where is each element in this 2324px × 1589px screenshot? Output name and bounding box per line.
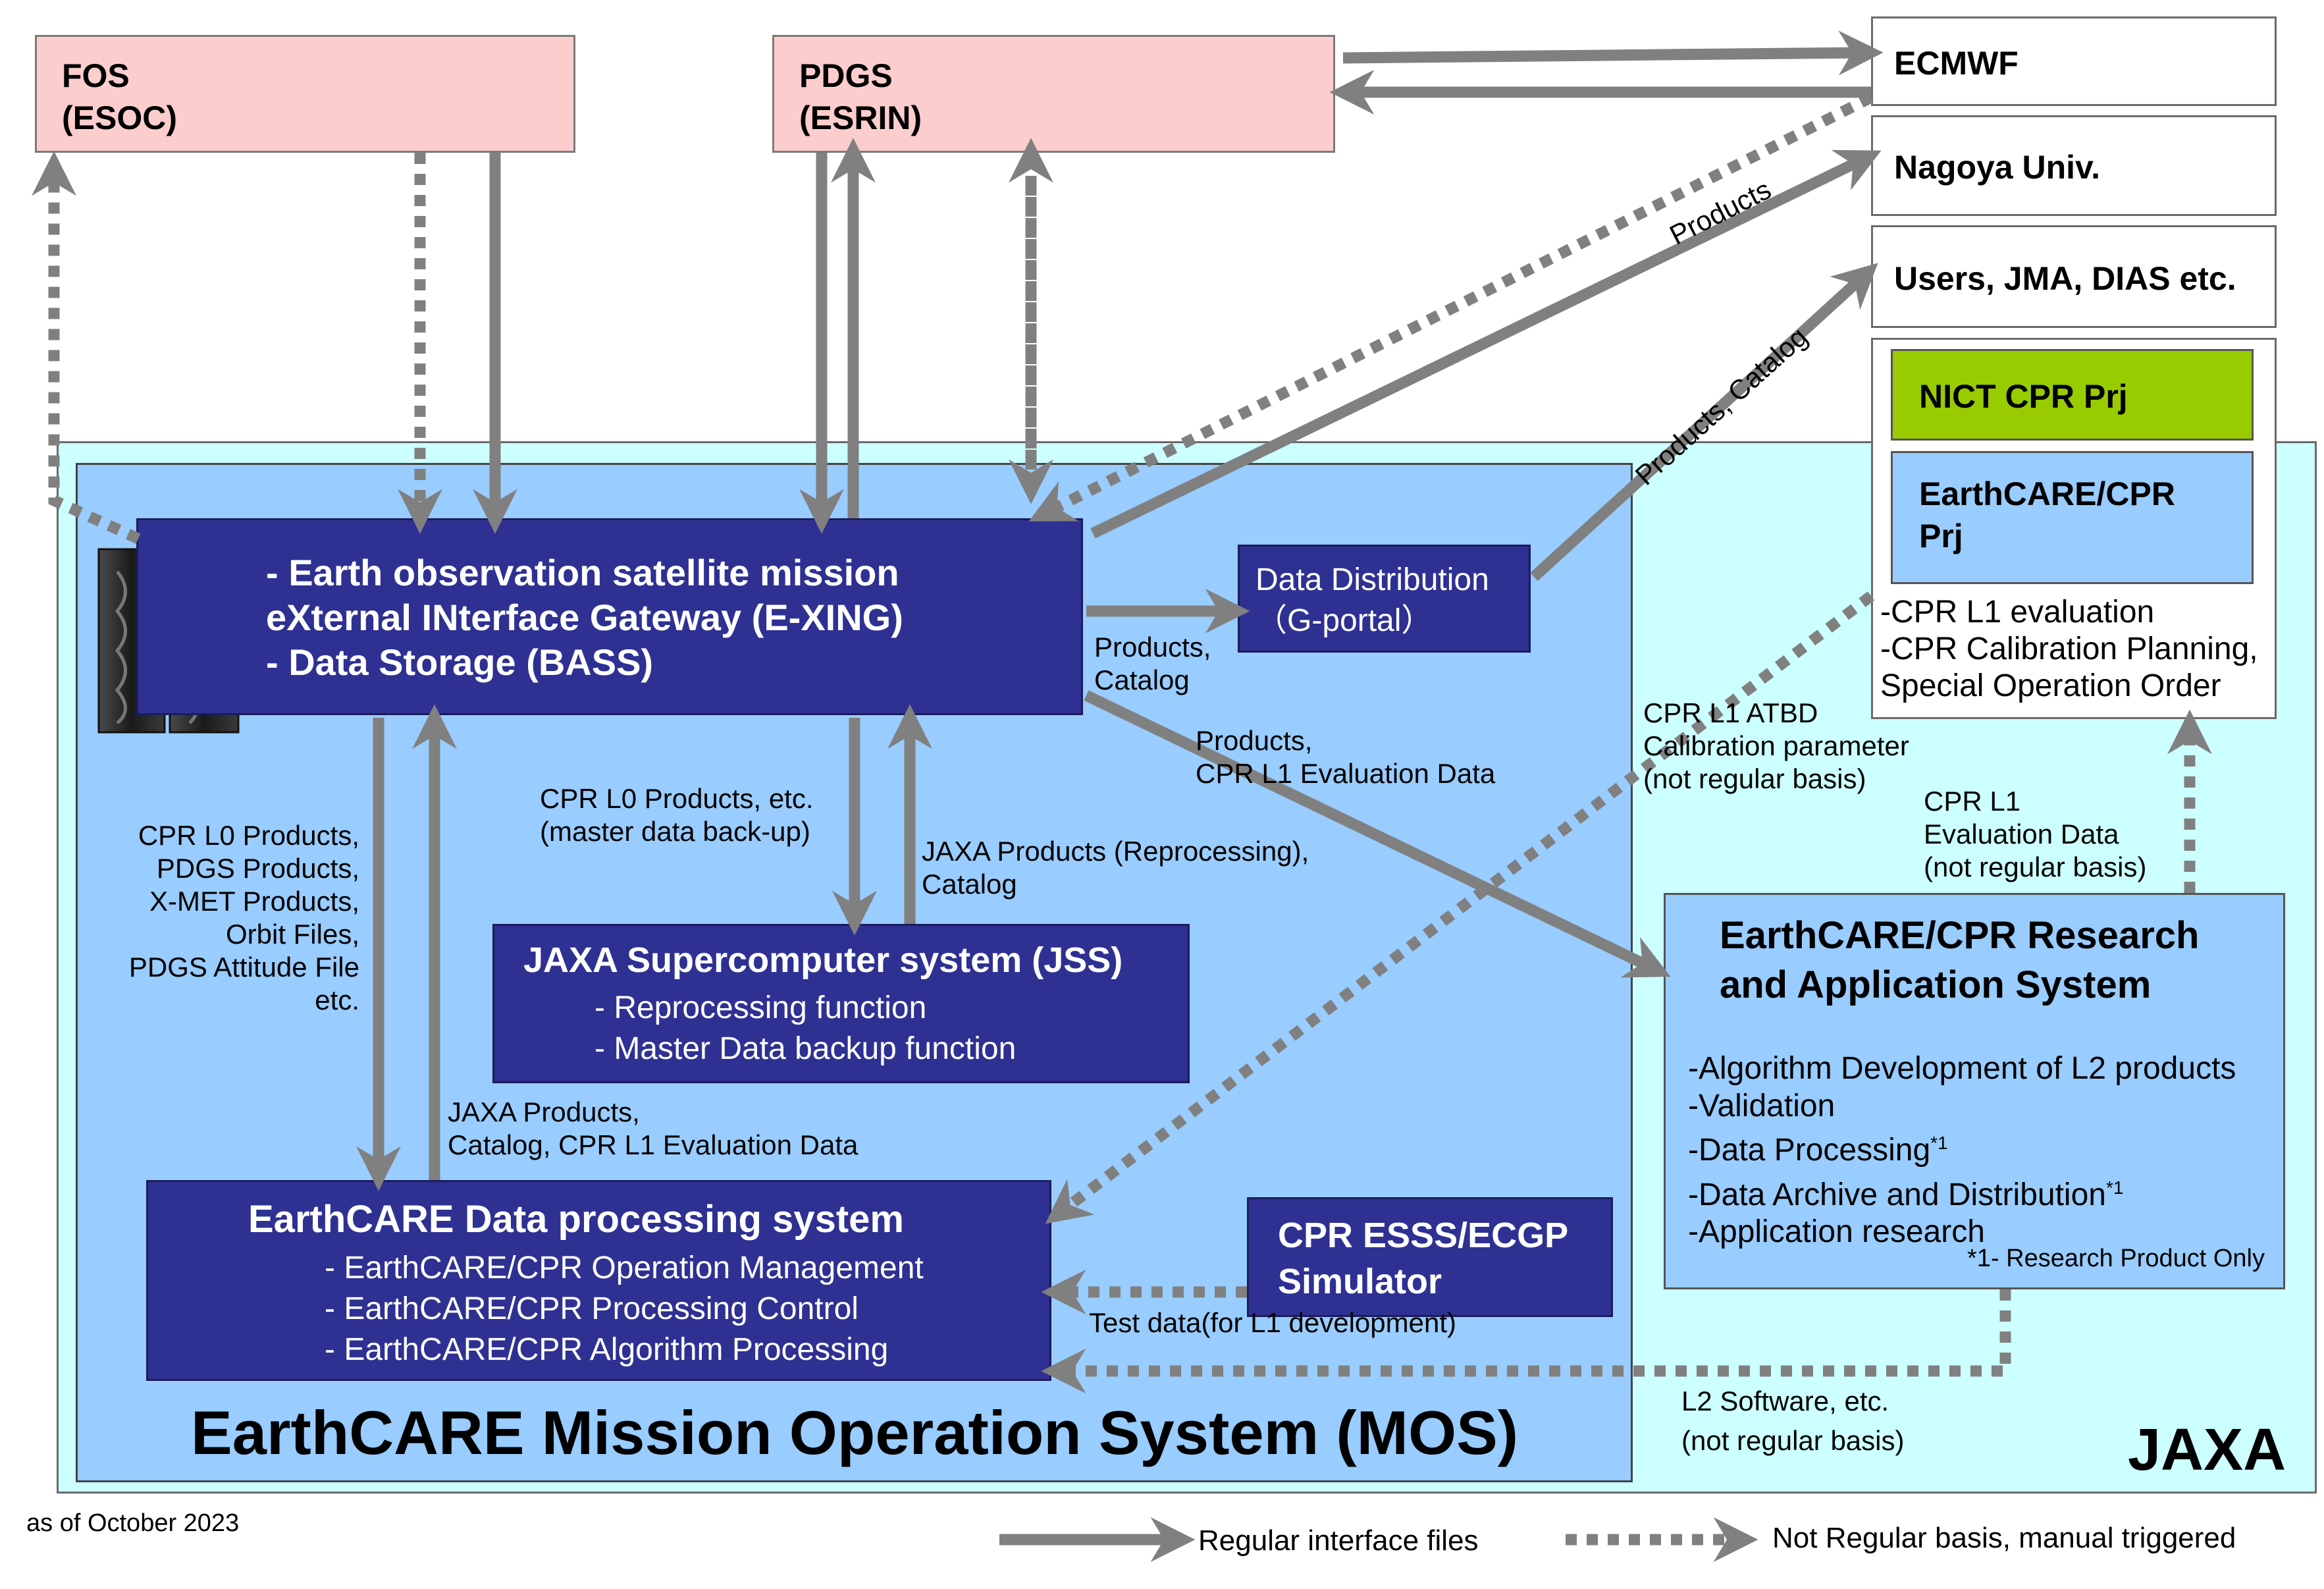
research-item: -Algorithm Development of L2 products <box>1688 1051 2236 1086</box>
jss-box: JAXA Supercomputer system (JSS) - Reproc… <box>492 924 1190 1083</box>
label-cpr-l0-master: CPR L0 Products, etc. (master data back-… <box>540 783 814 847</box>
dotted-arrow-research-to-dps <box>1041 1289 2011 1393</box>
users-jma-dias-box: Users, JMA, DIAS etc. <box>1871 225 2277 328</box>
nagoya-univ-box: Nagoya Univ. <box>1871 115 2277 216</box>
pdgs-esrin-box: PDGS (ESRIN) <box>772 35 1335 153</box>
research-footnote: *1- Research Product Only <box>1967 1245 2265 1272</box>
label-l2-software: L2 Software, etc. (not regular basis) <box>1681 1386 1905 1456</box>
legend-regular-label: Regular interface files <box>1198 1524 1479 1557</box>
dps-title: EarthCARE Data processing system <box>248 1198 904 1241</box>
footnote-mark: *1 <box>2105 1177 2124 1198</box>
label-jaxa-reprocessing: JAXA Products (Reprocessing), Catalog <box>922 836 1309 900</box>
jss-items: - Reprocessing function - Master Data ba… <box>594 990 1017 1066</box>
nict-tasks-text: -CPR L1 evaluation -CPR Calibration Plan… <box>1880 595 2258 703</box>
research-title: EarthCARE/CPR Research and Application S… <box>1720 914 2200 1006</box>
label-l1-eval-data: CPR L1 Evaluation Data (not regular basi… <box>1924 786 2147 882</box>
label-products-l1-eval: Products, CPR L1 Evaluation Data <box>1196 725 1496 789</box>
dotted-arrow-exing-to-fos <box>32 151 141 544</box>
label-products-catalog-distribution: Products, Catalog <box>1094 632 1211 695</box>
ecmwf-box: ECMWF <box>1871 16 2277 106</box>
research-application-system-box: EarthCARE/CPR Research and Application S… <box>1664 893 2285 1289</box>
research-item: -Validation <box>1688 1088 1835 1123</box>
dotted-arrow-ecmwf-to-exing <box>1028 92 1874 522</box>
legend-not-regular-label: Not Regular basis, manual triggered <box>1772 1522 2236 1554</box>
research-item: -Data Processing*1 <box>1688 1133 1948 1168</box>
label-jaxa-products-catalog: JAXA Products, Catalog, CPR L1 Evaluatio… <box>448 1096 858 1160</box>
dotted-arrow-nict-to-dps <box>1045 591 1875 1224</box>
fos-esoc-box: FOS (ESOC) <box>35 35 575 153</box>
nict-cpr-prj-box: NICT CPR Prj <box>1891 349 2254 441</box>
exing-bass-box: - Earth observation satellite mission eX… <box>136 518 1083 715</box>
label-atbd: CPR L1 ATBD Calibration parameter (not r… <box>1643 697 1909 794</box>
cpr-esss-ecgp-simulator-box: CPR ESSS/ECGP Simulator <box>1247 1197 1613 1317</box>
mos-region-title: EarthCARE Mission Operation System (MOS) <box>191 1398 1519 1467</box>
jaxa-region-title: JAXA <box>2128 1417 2286 1483</box>
research-items: -Algorithm Development of L2 products -V… <box>1688 1050 2236 1251</box>
arrow-exing-to-research <box>1084 690 1671 978</box>
research-item: -Application research <box>1688 1214 1985 1249</box>
dps-items: - EarthCARE/CPR Operation Management - E… <box>325 1251 924 1367</box>
date-note: as of October 2023 <box>26 1509 240 1537</box>
label-test-data: Test data(for L1 development) <box>1089 1307 1456 1338</box>
footnote-mark: *1 <box>1930 1133 1948 1153</box>
label-cpr-l0-list: CPR L0 Products, PDGS Products, X-MET Pr… <box>128 820 359 1015</box>
arrow-distribution-to-users <box>1530 263 1878 581</box>
research-item: -Data Archive and Distribution*1 <box>1688 1177 2124 1212</box>
earthcare-dps-box: EarthCARE Data processing system - Earth… <box>146 1180 1051 1381</box>
arrow-pdgs-to-ecmwf <box>1342 30 1884 76</box>
earthcare-cpr-prj-box: EarthCARE/CPR Prj <box>1891 451 2254 584</box>
data-distribution-box: Data Distribution （G-portal） <box>1238 545 1531 653</box>
arrow-exing-to-nagoya <box>1090 149 1882 539</box>
jss-title: JAXA Supercomputer system (JSS) <box>523 940 1123 980</box>
